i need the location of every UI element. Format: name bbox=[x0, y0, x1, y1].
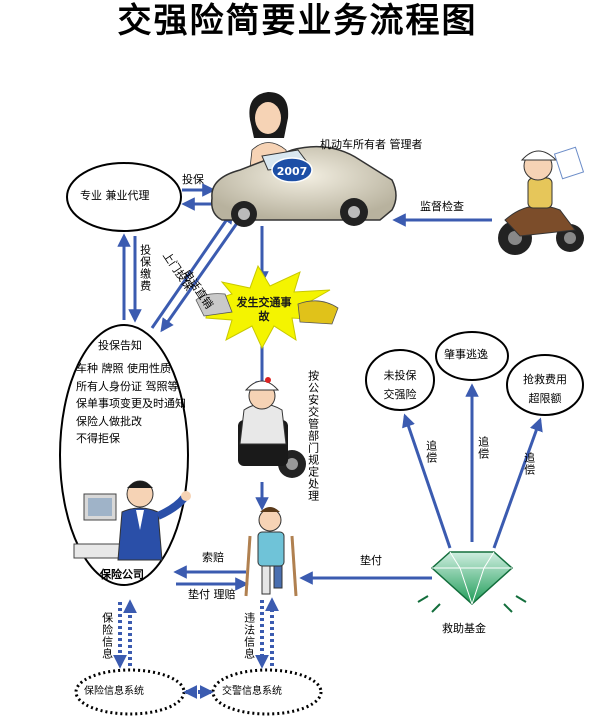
notice-list: 车种 牌照 使用性质 所有人身份证 驾照等 保单事项变更及时通知 保险人做批改 … bbox=[76, 360, 186, 448]
notice-line: 保险人做批改 bbox=[76, 414, 142, 428]
recover-label-3: 追偿 bbox=[522, 452, 536, 476]
recover-label-1: 追偿 bbox=[424, 440, 438, 464]
arrow-recover-not-insured bbox=[402, 413, 452, 549]
supervise-label: 监督检查 bbox=[420, 200, 464, 213]
relief-fund-label: 救助基金 bbox=[442, 622, 486, 635]
agent-node bbox=[66, 162, 182, 232]
insurance-info-label: 保险信息 bbox=[100, 612, 114, 660]
notice-line: 不得拒保 bbox=[76, 432, 120, 445]
owner-label: 机动车所有者 管理者 bbox=[320, 138, 423, 151]
recover-label-2: 追偿 bbox=[476, 436, 490, 460]
hit-and-run-node bbox=[435, 331, 509, 381]
police-handle-label: 按公安交管部门规定处理 bbox=[306, 370, 320, 502]
rescue-over-label: 抢救费用 超限额 bbox=[523, 373, 567, 405]
car-illustration: 2007 bbox=[210, 145, 397, 227]
insure-pay-label: 投保缴费 bbox=[138, 244, 152, 292]
relief-fund-diamond bbox=[417, 551, 527, 613]
insurance-info-system-label: 保险信息系统 bbox=[84, 686, 144, 697]
police-motorbike-illustration bbox=[498, 146, 585, 255]
traffic-police-illustration bbox=[238, 377, 306, 478]
not-insured-node bbox=[365, 349, 435, 411]
traffic-info-system-node bbox=[211, 668, 323, 716]
owner-woman-illustration bbox=[249, 92, 289, 169]
settle-label: 垫付 理赔 bbox=[188, 588, 236, 601]
accident-flash bbox=[195, 264, 339, 350]
violation-info-label: 违法信息 bbox=[242, 612, 256, 660]
not-insured-label: 未投保 交强险 bbox=[383, 369, 417, 401]
notice-line: 保单事项变更及时通知 bbox=[76, 397, 186, 410]
insurance-company-label: 保险公司 bbox=[100, 568, 144, 581]
arrow-recover-rescue bbox=[492, 417, 543, 549]
arrow-phone-sales bbox=[160, 215, 244, 333]
rescue-over-node bbox=[506, 354, 584, 416]
claim-label: 索赔 bbox=[202, 551, 224, 564]
advance-label: 垫付 bbox=[360, 554, 382, 567]
car-plate: 2007 bbox=[277, 165, 308, 178]
page-title: 交强险简要业务流程图 bbox=[117, 1, 478, 41]
accident-label: 发生交通事故 bbox=[236, 296, 292, 323]
insurance-clerk-illustration bbox=[73, 480, 191, 561]
agent-label: 专业 兼业代理 bbox=[80, 189, 150, 202]
hit-and-run-label: 肇事逃逸 bbox=[444, 348, 488, 361]
insure-label: 投保 bbox=[182, 173, 204, 186]
arrow-door-insure bbox=[150, 209, 234, 329]
notice-line: 车种 牌照 使用性质 bbox=[76, 362, 171, 375]
injured-person-illustration bbox=[244, 507, 298, 597]
traffic-info-system-label: 交警信息系统 bbox=[222, 686, 282, 697]
notice-heading: 投保告知 bbox=[98, 339, 142, 352]
notice-line: 所有人身份证 驾照等 bbox=[76, 379, 179, 393]
